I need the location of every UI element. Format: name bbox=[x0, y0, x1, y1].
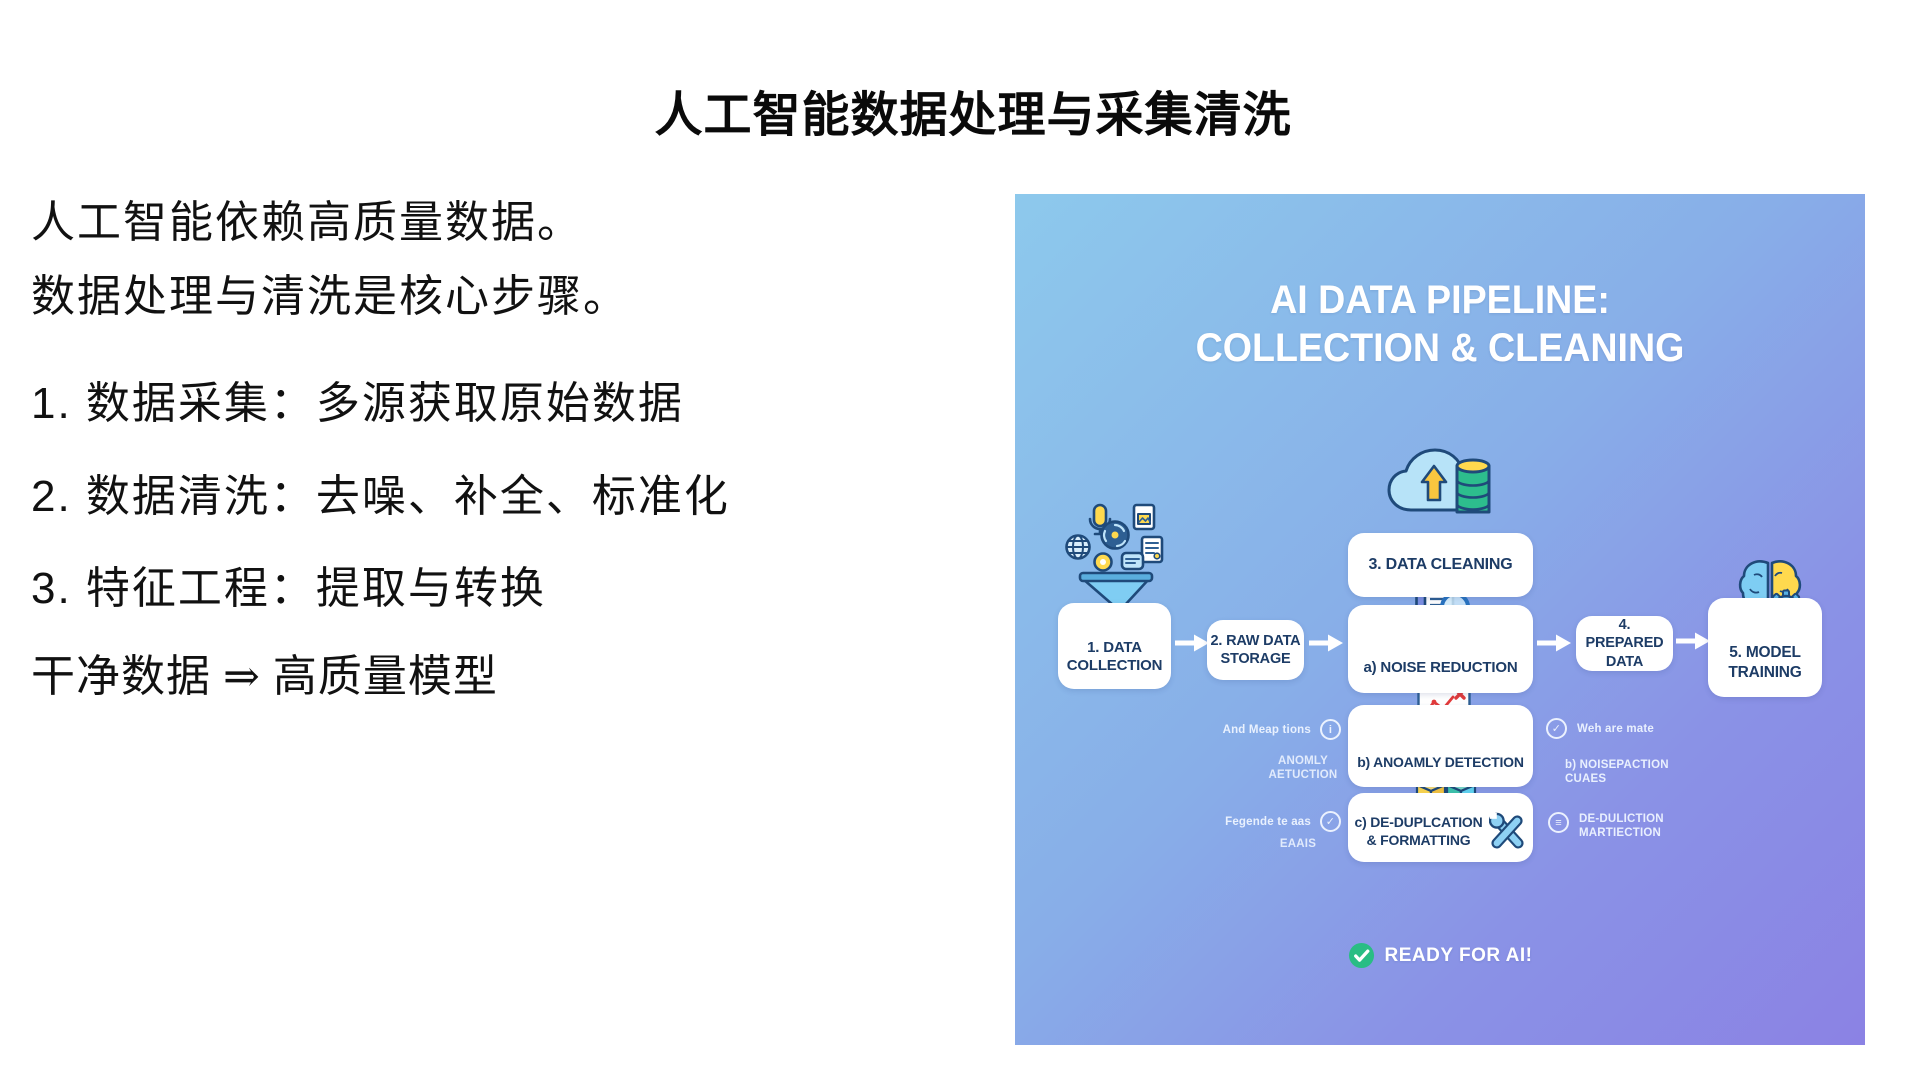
dedup-label-line-1: c) DE-DUPLCATION bbox=[1354, 814, 1483, 830]
step-data-collection: 1. DATA COLLECTION bbox=[1058, 603, 1171, 689]
step-anomaly-detection-label: b) ANOAMLY DETECTION bbox=[1357, 753, 1524, 770]
check-circle-icon: ✓ bbox=[1320, 811, 1341, 832]
info-circle-icon: i bbox=[1320, 719, 1341, 740]
annotation-right-3: ≡ DE-DULICTION MARTIECTION bbox=[1548, 812, 1664, 840]
annotation-left-1: And Meap tions i bbox=[1193, 719, 1341, 740]
step-data-collection-label: 1. DATA COLLECTION bbox=[1066, 638, 1163, 675]
page-title: 人工智能数据处理与采集清洗 bbox=[654, 89, 1292, 143]
flow-arrow-icon-3 bbox=[1537, 634, 1571, 652]
annotation-left-2: ANOMLY AETUCTION bbox=[1243, 754, 1363, 782]
note-line-1: 人工智能依赖高质量数据。 bbox=[31, 198, 583, 247]
step-noise-reduction-label: a) NOISE REDUCTION bbox=[1363, 659, 1518, 677]
step-model-training: 5. MODEL TRAINING bbox=[1708, 598, 1822, 697]
infographic-title-line-2: COLLECTION & CLEANING bbox=[1195, 326, 1685, 370]
dedup-label-line-2: & FORMATTING bbox=[1366, 831, 1471, 848]
step-prepared-data: 4. PREPARED DATA bbox=[1576, 616, 1673, 671]
ready-check-icon bbox=[1348, 942, 1374, 969]
step-data-cleaning-label: 3. DATA CLEANING bbox=[1368, 556, 1513, 573]
annotation-right-2: b) NOISEPACTION CUAES bbox=[1565, 758, 1669, 786]
annotation-left-3: Fegende te aas ✓ bbox=[1193, 811, 1341, 832]
step-raw-data-storage: 2. RAW DATA STORAGE bbox=[1207, 620, 1304, 680]
annotation-right-3-text: DE-DULICTION MARTIECTION bbox=[1579, 812, 1664, 840]
step-prepared-data-label: 4. PREPARED DATA bbox=[1585, 617, 1664, 670]
ready-banner: READY FOR AI! bbox=[1015, 942, 1865, 969]
note-line-4: 2. 数据清洗：去噪、补全、标准化 bbox=[31, 472, 730, 521]
annotation-right-3-line-1: DE-DULICTION bbox=[1579, 813, 1664, 825]
annotation-right-3-line-2: MARTIECTION bbox=[1579, 827, 1662, 839]
step-deduplication-formatting: c) DE-DUPLCATION & FORMATTING bbox=[1348, 793, 1533, 862]
note-line-5: 3. 特征工程：提取与转换 bbox=[31, 564, 546, 613]
annotation-left-1-text: And Meap tions bbox=[1222, 723, 1311, 736]
infographic-title-line-1: AI DATA PIPELINE: bbox=[1270, 278, 1610, 322]
step-data-cleaning: 3. DATA CLEANING bbox=[1348, 533, 1533, 597]
list-circle-icon: ≡ bbox=[1548, 812, 1569, 833]
annotation-right-2-line-1: b) NOISEPACTION bbox=[1565, 759, 1669, 771]
step-deduplication-formatting-label: c) DE-DUPLCATION & FORMATTING bbox=[1355, 814, 1483, 849]
annotation-left-2-line-2: AETUCTION bbox=[1268, 769, 1338, 781]
note-line-6: 干净数据 ⇒ 高质量模型 bbox=[31, 652, 498, 701]
flow-arrow-icon-1 bbox=[1175, 634, 1209, 652]
tools-icon bbox=[1489, 812, 1525, 849]
infographic-title: AI DATA PIPELINE: COLLECTION & CLEANING bbox=[1041, 276, 1840, 372]
step-anomaly-detection: b) ANOAMLY DETECTION bbox=[1348, 705, 1533, 787]
note-line-3: 1. 数据采集：多源获取原始数据 bbox=[31, 379, 684, 428]
note-line-2: 数据处理与清洗是核心步骤。 bbox=[31, 272, 629, 321]
flow-arrow-icon-2 bbox=[1309, 634, 1343, 652]
ready-label: READY FOR AI! bbox=[1384, 944, 1533, 966]
annotation-right-1: ✓ Weh are mate bbox=[1546, 718, 1654, 739]
step-raw-data-storage-label: 2. RAW DATA STORAGE bbox=[1210, 632, 1301, 667]
annotation-left-2-line-1: ANOMLY bbox=[1278, 755, 1328, 767]
annotation-left-3-text: Fegende te aas bbox=[1225, 815, 1311, 828]
annotation-right-2-line-2: CUAES bbox=[1565, 773, 1607, 785]
pipeline-infographic: AI DATA PIPELINE: COLLECTION & CLEANING bbox=[1015, 194, 1865, 1045]
annotation-left-4: EAAIS bbox=[1279, 838, 1317, 850]
flow-arrow-icon-4 bbox=[1676, 632, 1710, 650]
check-circle-icon: ✓ bbox=[1546, 718, 1567, 739]
step-model-training-label: 5. MODEL TRAINING bbox=[1728, 644, 1802, 681]
data-collection-funnel-icon bbox=[1065, 503, 1164, 629]
cloud-upload-database-icon bbox=[1387, 448, 1491, 514]
step-noise-reduction: a) NOISE REDUCTION bbox=[1348, 605, 1533, 693]
annotation-right-1-text: Weh are mate bbox=[1577, 722, 1654, 735]
